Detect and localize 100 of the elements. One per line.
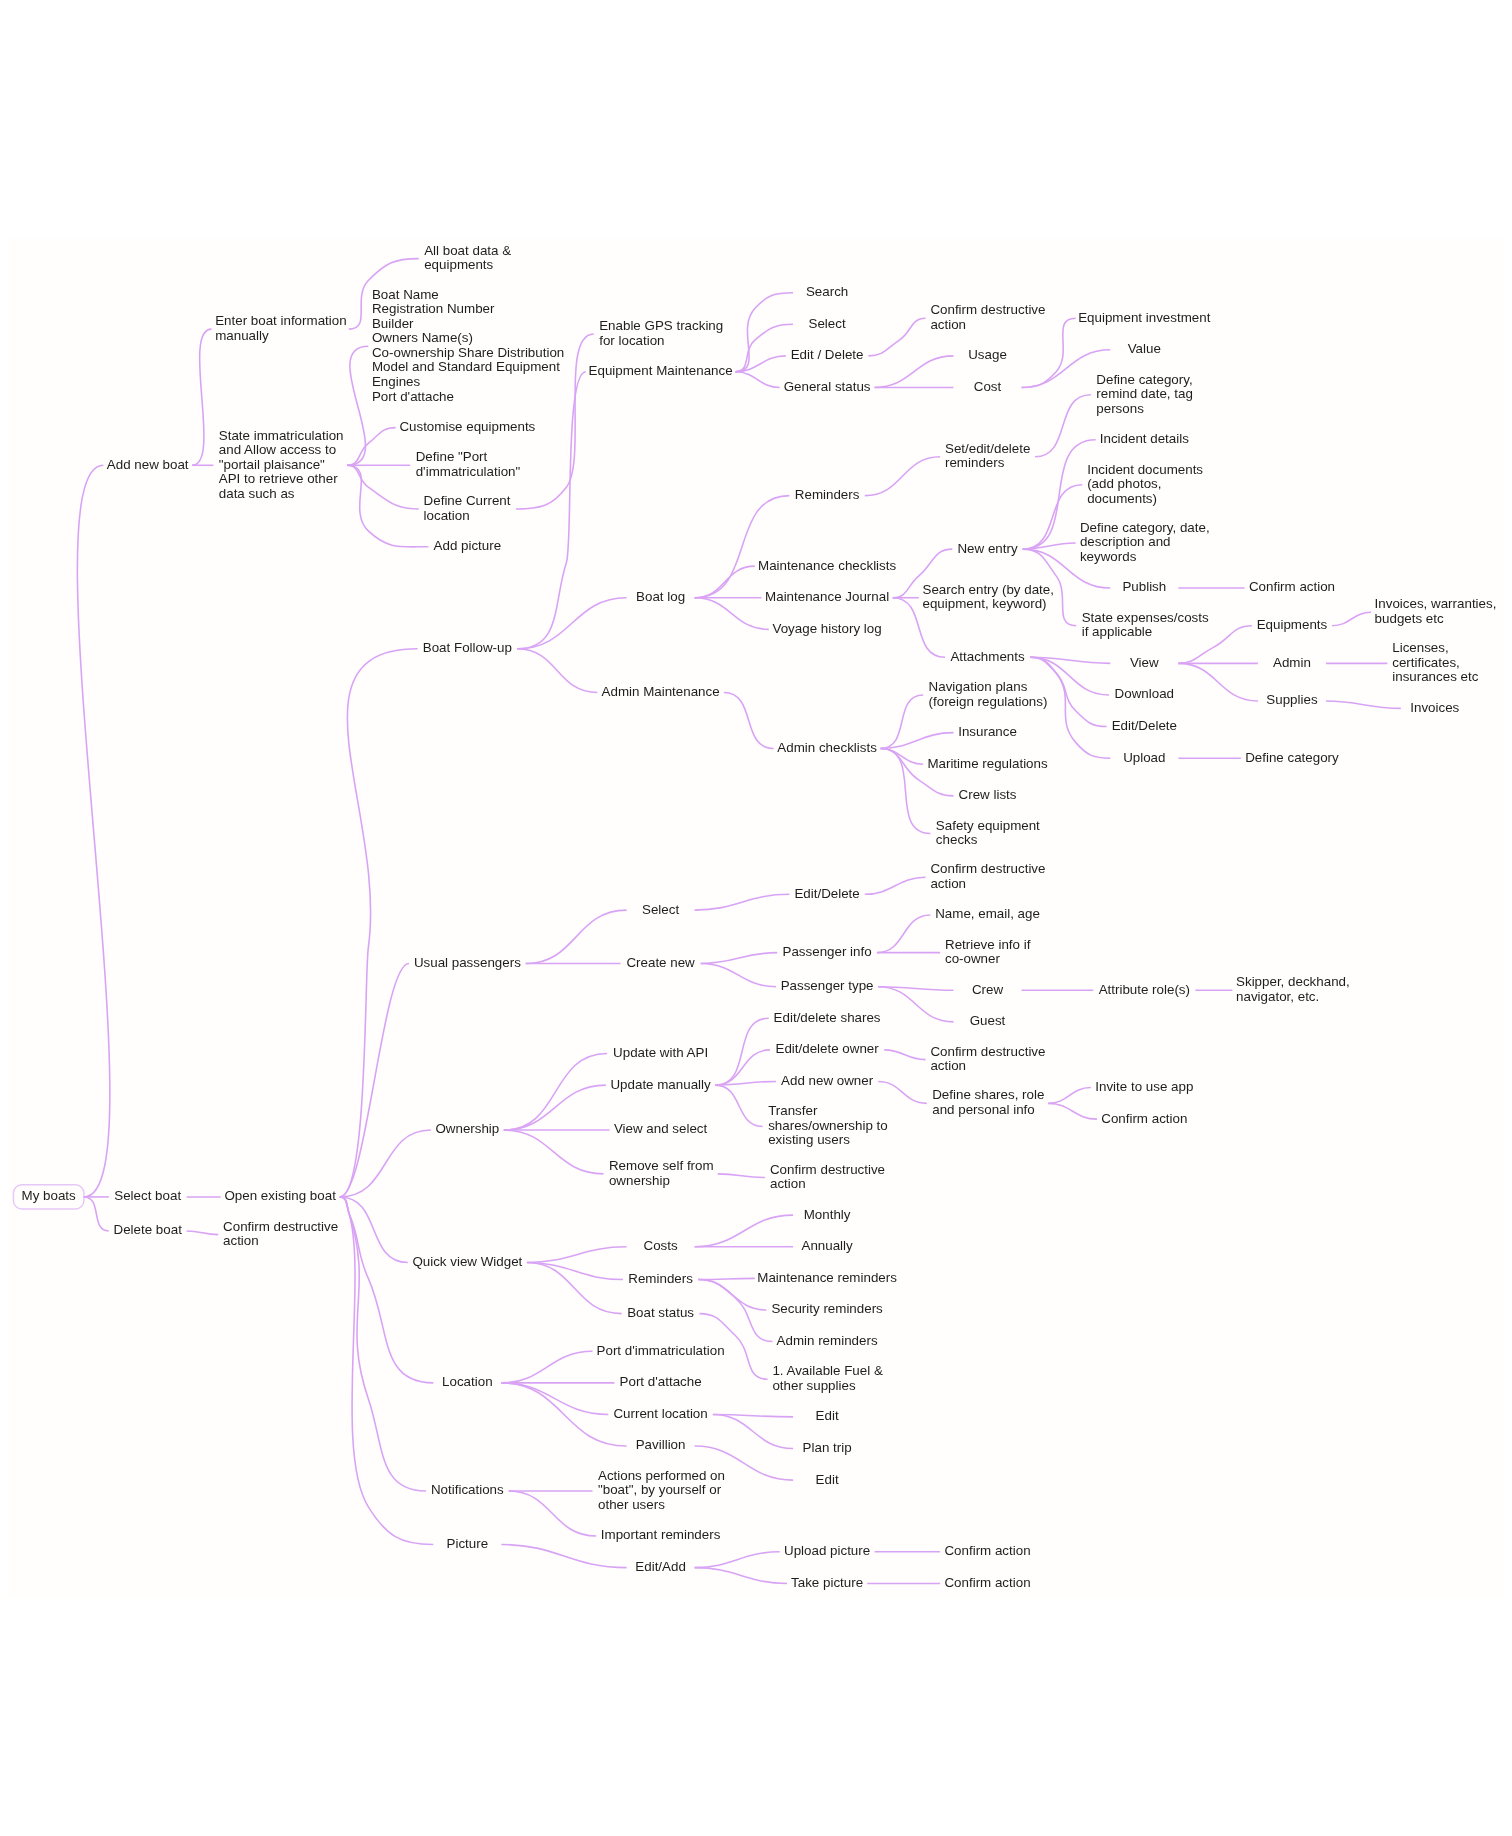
node-text: Define "Port d'immatriculation" bbox=[415, 449, 521, 479]
connector bbox=[712, 1413, 794, 1450]
node-text: Equipment investment bbox=[1078, 309, 1211, 325]
node-text: Usage bbox=[968, 347, 1007, 363]
node-text: Boat Follow-up bbox=[422, 640, 512, 656]
connector bbox=[693, 1566, 788, 1585]
node-text: All boat data & equipments bbox=[424, 242, 512, 273]
node-text: Publish bbox=[1122, 579, 1167, 595]
connector bbox=[1325, 662, 1389, 665]
node-text: Admin checklists bbox=[777, 739, 877, 755]
connector bbox=[1022, 548, 1078, 627]
node-text: Equipment Maintenance bbox=[588, 363, 733, 379]
node-text: Search bbox=[805, 284, 849, 300]
node-text: Enable GPS tracking for location bbox=[599, 318, 724, 348]
node-text: Edit/Delete bbox=[794, 885, 860, 901]
connector bbox=[1020, 349, 1112, 389]
connector bbox=[515, 333, 595, 510]
node-text: Invoices, warranties, budgets etc bbox=[1374, 596, 1497, 627]
node-text: Add new boat bbox=[106, 456, 189, 472]
node-text: Attachments bbox=[950, 648, 1025, 664]
connector bbox=[693, 596, 770, 631]
connector bbox=[883, 1049, 927, 1061]
connector bbox=[338, 1196, 435, 1546]
node-text: Add picture bbox=[433, 538, 502, 554]
node-text: Licenses, certificates, insurances etc bbox=[1392, 640, 1479, 685]
node-text: Update with API bbox=[613, 1044, 709, 1060]
connector bbox=[83, 1196, 110, 1232]
connector bbox=[698, 1312, 769, 1380]
node-text: Maritime regulations bbox=[927, 755, 1048, 771]
connector bbox=[191, 464, 215, 467]
node-text: Open existing boat bbox=[224, 1188, 336, 1204]
node-text: Costs bbox=[643, 1238, 678, 1254]
node-text: Define Current location bbox=[423, 493, 511, 523]
connector bbox=[714, 1080, 777, 1086]
connector bbox=[1034, 394, 1092, 458]
node-text: Confirm action bbox=[944, 1574, 1031, 1590]
connector bbox=[500, 1382, 628, 1447]
node-text: Boat status bbox=[627, 1305, 695, 1321]
node-text: Picture bbox=[446, 1535, 489, 1551]
node-text: Actions performed on "boat", by yourself or other users bbox=[598, 1467, 725, 1513]
connector bbox=[500, 1543, 628, 1569]
node-text: Skipper, deckhand, navigator, etc. bbox=[1236, 974, 1350, 1005]
node-text: Confirm action bbox=[944, 1543, 1031, 1559]
node-text: Confirm destructive action bbox=[930, 1043, 1046, 1074]
connector bbox=[864, 455, 941, 497]
connector bbox=[1020, 989, 1095, 992]
node-text: Take picture bbox=[791, 1574, 864, 1590]
node-text: Port d'immatriculation bbox=[596, 1342, 725, 1358]
node-text: View and select bbox=[613, 1121, 708, 1137]
connector bbox=[76, 464, 111, 1198]
node-text: Remove self from ownership bbox=[608, 1157, 714, 1188]
node-text: Equipments bbox=[1256, 617, 1328, 633]
node-text: Edit bbox=[815, 1408, 839, 1424]
node-text: Crew bbox=[971, 981, 1004, 997]
node-text: Admin bbox=[1273, 654, 1311, 670]
node-text: Invoices bbox=[1410, 699, 1460, 715]
connector bbox=[867, 317, 927, 357]
connector bbox=[346, 464, 420, 510]
connector bbox=[346, 345, 370, 467]
node-text: Incident documents (add photos, documents) bbox=[1087, 461, 1204, 506]
node-text: Plan trip bbox=[802, 1439, 852, 1455]
node-text: Edit bbox=[815, 1471, 839, 1487]
connector bbox=[879, 694, 924, 750]
connector bbox=[734, 370, 781, 389]
node-text: Edit/delete owner bbox=[775, 1041, 879, 1057]
connector bbox=[1022, 548, 1112, 589]
connector bbox=[699, 962, 777, 988]
connector bbox=[191, 328, 213, 467]
connector bbox=[873, 1551, 941, 1553]
node-text: Admin reminders bbox=[776, 1332, 878, 1348]
node-text: Voyage history log bbox=[772, 620, 882, 636]
node-text: Confirm action bbox=[1248, 579, 1336, 595]
node-text: Value bbox=[1127, 341, 1161, 357]
connector bbox=[1177, 587, 1246, 589]
node-text: Invite to use app bbox=[1095, 1078, 1194, 1094]
connector bbox=[693, 893, 791, 911]
connector bbox=[873, 386, 955, 389]
node-text: Cost bbox=[973, 378, 1002, 394]
connector bbox=[1325, 700, 1402, 710]
node-text: Define category, remind date, tag persons bbox=[1096, 371, 1193, 416]
node-text: Monthly bbox=[803, 1206, 851, 1222]
node-text: Retrieve info if co-owner bbox=[944, 936, 1031, 967]
connector bbox=[1029, 656, 1112, 759]
node-text: Crew lists bbox=[958, 787, 1017, 803]
connector bbox=[524, 962, 622, 965]
node-text: Quick view Widget bbox=[412, 1253, 523, 1269]
node-text: Passenger type bbox=[780, 978, 874, 994]
connector bbox=[185, 1196, 222, 1198]
node-text: Safety equipment checks bbox=[935, 817, 1040, 848]
connector bbox=[1194, 989, 1234, 992]
node-text: Upload picture bbox=[784, 1543, 871, 1559]
node-text: Edit/Add bbox=[635, 1559, 686, 1575]
node-text: Confirm destructive action bbox=[930, 861, 1046, 891]
node-text: Pavillion bbox=[635, 1437, 686, 1453]
node-text: Confirm destructive action bbox=[223, 1218, 339, 1249]
node-text: Incident details bbox=[1099, 431, 1189, 447]
node-text: Define shares, role and personal info bbox=[932, 1087, 1045, 1118]
node-text: Edit/Delete bbox=[1111, 717, 1177, 733]
node-text: Confirm destructive action bbox=[930, 302, 1046, 332]
connector bbox=[877, 985, 955, 1023]
